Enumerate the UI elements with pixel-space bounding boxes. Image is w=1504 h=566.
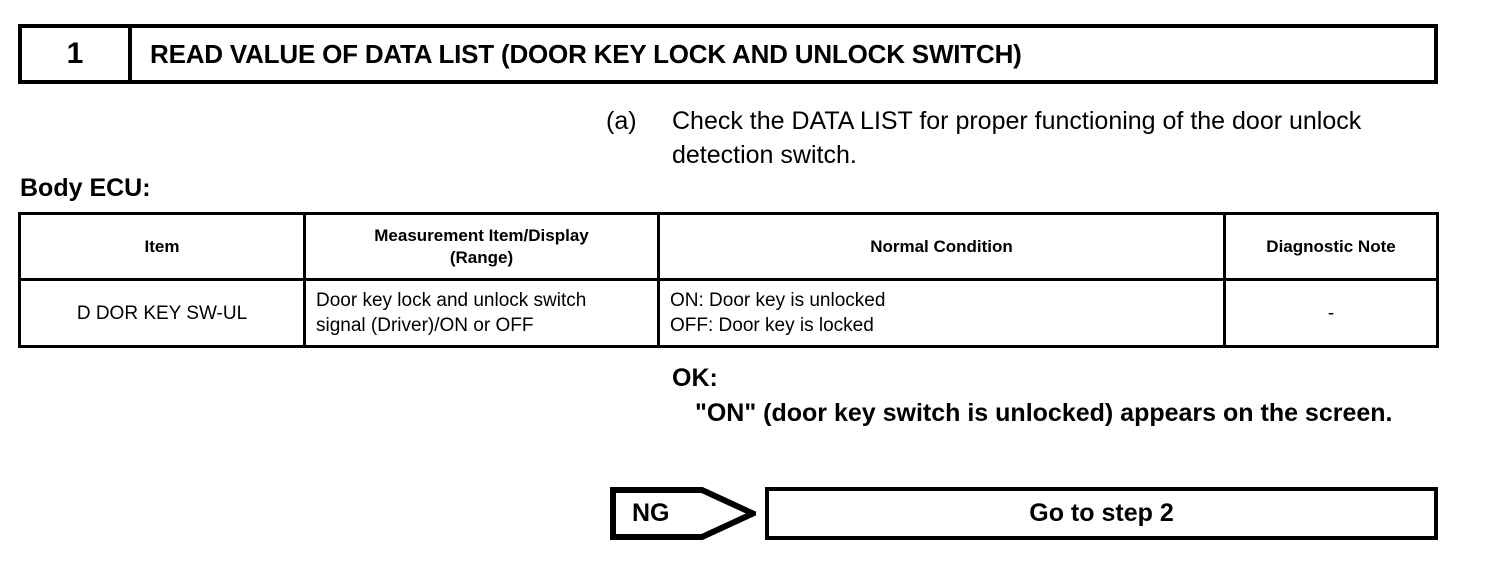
step-header-bar: 1 READ VALUE OF DATA LIST (DOOR KEY LOCK… bbox=[18, 24, 1438, 84]
column-header-measurement-line1: Measurement Item/Display bbox=[374, 225, 589, 245]
instruction-text: Check the DATA LIST for proper functioni… bbox=[672, 107, 1362, 169]
table-header-row: Item Measurement Item/Display (Range) No… bbox=[18, 212, 1439, 281]
data-list-table: Item Measurement Item/Display (Range) No… bbox=[18, 212, 1439, 348]
section-label: Body ECU: bbox=[20, 174, 151, 202]
ng-label: NG bbox=[632, 499, 670, 527]
cell-normal-condition: ON: Door key is unlocked OFF: Door key i… bbox=[657, 278, 1226, 348]
cell-normal-condition-on: ON: Door key is unlocked bbox=[670, 290, 886, 311]
cell-item: D DOR KEY SW-UL bbox=[18, 278, 306, 348]
ok-label: OK: bbox=[672, 364, 718, 392]
column-header-measurement: Measurement Item/Display (Range) bbox=[303, 212, 660, 281]
cell-measurement: Door key lock and unlock switch signal (… bbox=[303, 278, 660, 348]
cell-measurement-line1: Door key lock and unlock switch bbox=[316, 290, 587, 311]
instruction-label: (a) bbox=[606, 107, 637, 135]
instruction-paragraph: (a) Check the DATA LIST for proper funct… bbox=[606, 104, 1446, 172]
ng-arrow-shape bbox=[610, 487, 756, 540]
ok-result-block: OK: "ON" (door key switch is unlocked) a… bbox=[672, 362, 1442, 430]
step-number: 1 bbox=[22, 28, 132, 80]
table-row: D DOR KEY SW-UL Door key lock and unlock… bbox=[18, 278, 1439, 348]
cell-normal-condition-off: OFF: Door key is locked bbox=[670, 315, 874, 336]
column-header-diagnostic-note: Diagnostic Note bbox=[1223, 212, 1439, 281]
cell-diagnostic-note: - bbox=[1223, 278, 1439, 348]
goto-step-box[interactable]: Go to step 2 bbox=[765, 487, 1438, 540]
column-header-item: Item bbox=[18, 212, 306, 281]
step-title: READ VALUE OF DATA LIST (DOOR KEY LOCK A… bbox=[150, 38, 1022, 69]
ng-arrow-tag bbox=[610, 487, 756, 540]
column-header-normal-condition: Normal Condition bbox=[657, 212, 1226, 281]
ok-description: "ON" (door key switch is unlocked) appea… bbox=[695, 399, 1393, 427]
cell-measurement-line2: signal (Driver)/ON or OFF bbox=[316, 315, 534, 336]
column-header-measurement-line2: (Range) bbox=[449, 247, 514, 267]
